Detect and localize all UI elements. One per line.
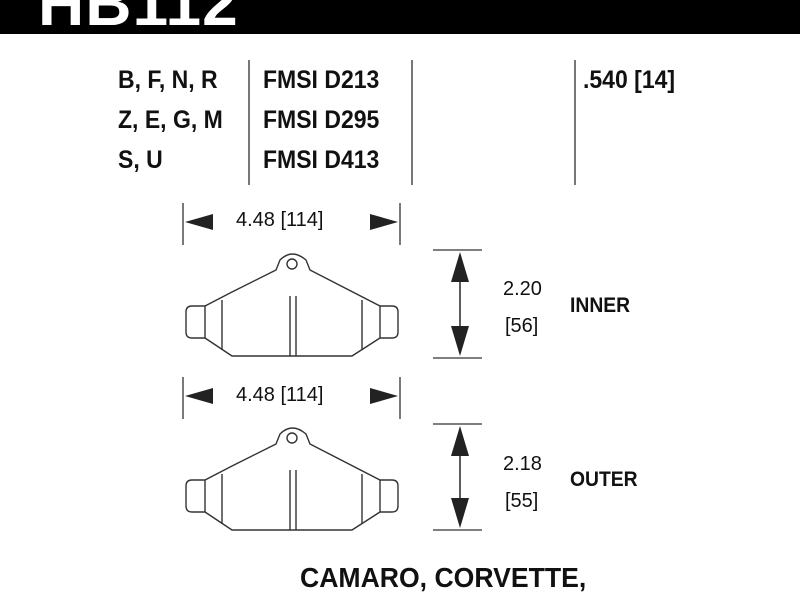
inner-height-mm: [56]: [505, 315, 539, 337]
compound-codes-line-2: Z, E, G, M: [118, 106, 223, 134]
outer-width-dimension: 4.48 [114]: [236, 384, 324, 406]
outer-width-dimension-lines: [182, 377, 401, 419]
inner-height-dimension-lines: [433, 249, 482, 359]
outer-pad-outline: [185, 427, 399, 531]
fmsi-number-1: FMSI D213: [263, 66, 380, 94]
column-separator-1: [248, 60, 250, 185]
fmsi-number-2: FMSI D295: [263, 106, 380, 134]
compound-codes-line-3: S, U: [118, 146, 163, 174]
inner-width-dimension: 4.48 [114]: [236, 209, 324, 231]
outer-height-dimension-lines: [433, 423, 482, 531]
compound-codes-line-1: B, F, N, R: [118, 66, 218, 94]
outer-height-inches: 2.18: [503, 453, 542, 475]
pad-thickness: .540 [14]: [583, 66, 676, 94]
inner-height-inches: 2.20: [503, 278, 542, 300]
inner-pad-label: INNER: [570, 294, 631, 317]
outer-height-mm: [55]: [505, 490, 539, 512]
inner-pad-outline: [185, 253, 399, 357]
column-separator-3: [574, 60, 576, 185]
header-bar: HB112: [0, 0, 800, 34]
outer-pad-label: OUTER: [570, 468, 638, 491]
inner-width-dimension-lines: [182, 203, 401, 245]
fmsi-number-3: FMSI D413: [263, 146, 380, 174]
vehicle-application: CAMARO, CORVETTE,: [300, 562, 587, 593]
part-number: HB112: [38, 0, 239, 34]
column-separator-2: [411, 60, 413, 185]
